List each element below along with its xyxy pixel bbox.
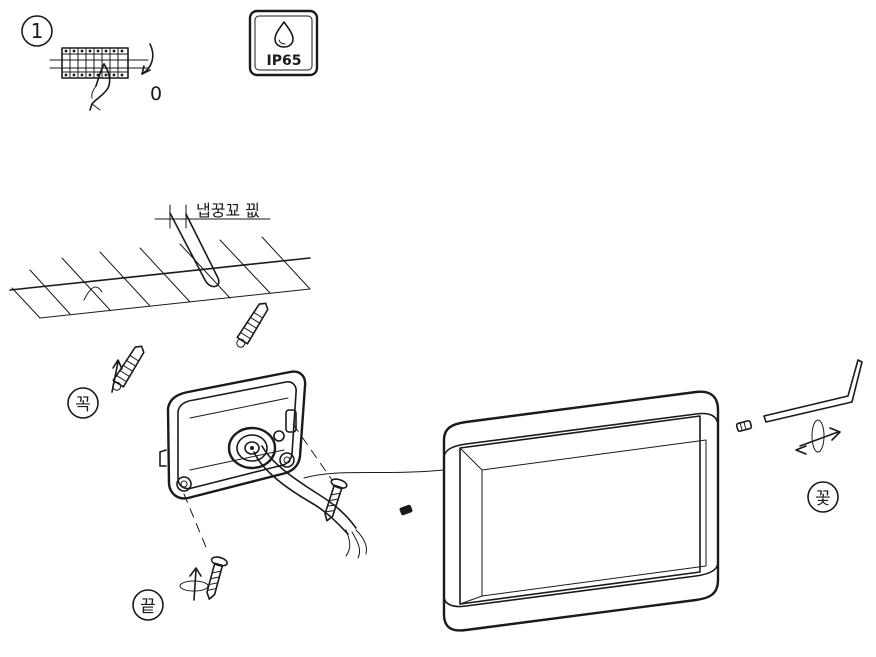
step-2-number: 꼭 (75, 395, 91, 415)
power-cable (253, 445, 445, 559)
rotation-label: 0 (150, 83, 162, 105)
step-3-number: 끝 (140, 597, 156, 617)
grub-screw-left (399, 504, 413, 516)
rotation-arrow-icon (141, 43, 154, 75)
screw-lower (206, 556, 228, 600)
wall-section (9, 204, 311, 319)
wall-caption: 냅꿍꾜 끲 (196, 201, 260, 220)
ip65-badge: IP65 (248, 9, 319, 77)
ip-rating: IP65 (267, 53, 302, 69)
insert-arrow-icon (111, 359, 123, 393)
step-1-number: 1 (31, 19, 44, 43)
allen-key-icon (763, 359, 863, 423)
terminal-block (49, 47, 149, 79)
hand-icon (89, 63, 111, 111)
screw-right (324, 478, 348, 522)
mounting-bracket (159, 370, 307, 500)
screw-rotation-icon (179, 567, 209, 601)
wall-plug-right (236, 302, 269, 348)
step-4-marker: 꽃 (807, 481, 839, 513)
water-drop-icon (274, 21, 294, 48)
luminaire-body (442, 390, 720, 632)
step-3-marker: 끝 (132, 589, 164, 621)
alignment-guides (183, 423, 333, 553)
key-rotation-icon (795, 419, 841, 455)
wall-plug-left (112, 345, 145, 391)
step-2-marker: 꼭 (67, 387, 99, 419)
step-4-number: 꽃 (815, 489, 831, 509)
step-1-marker: 1 (21, 15, 53, 47)
grub-screw-right (735, 419, 753, 433)
